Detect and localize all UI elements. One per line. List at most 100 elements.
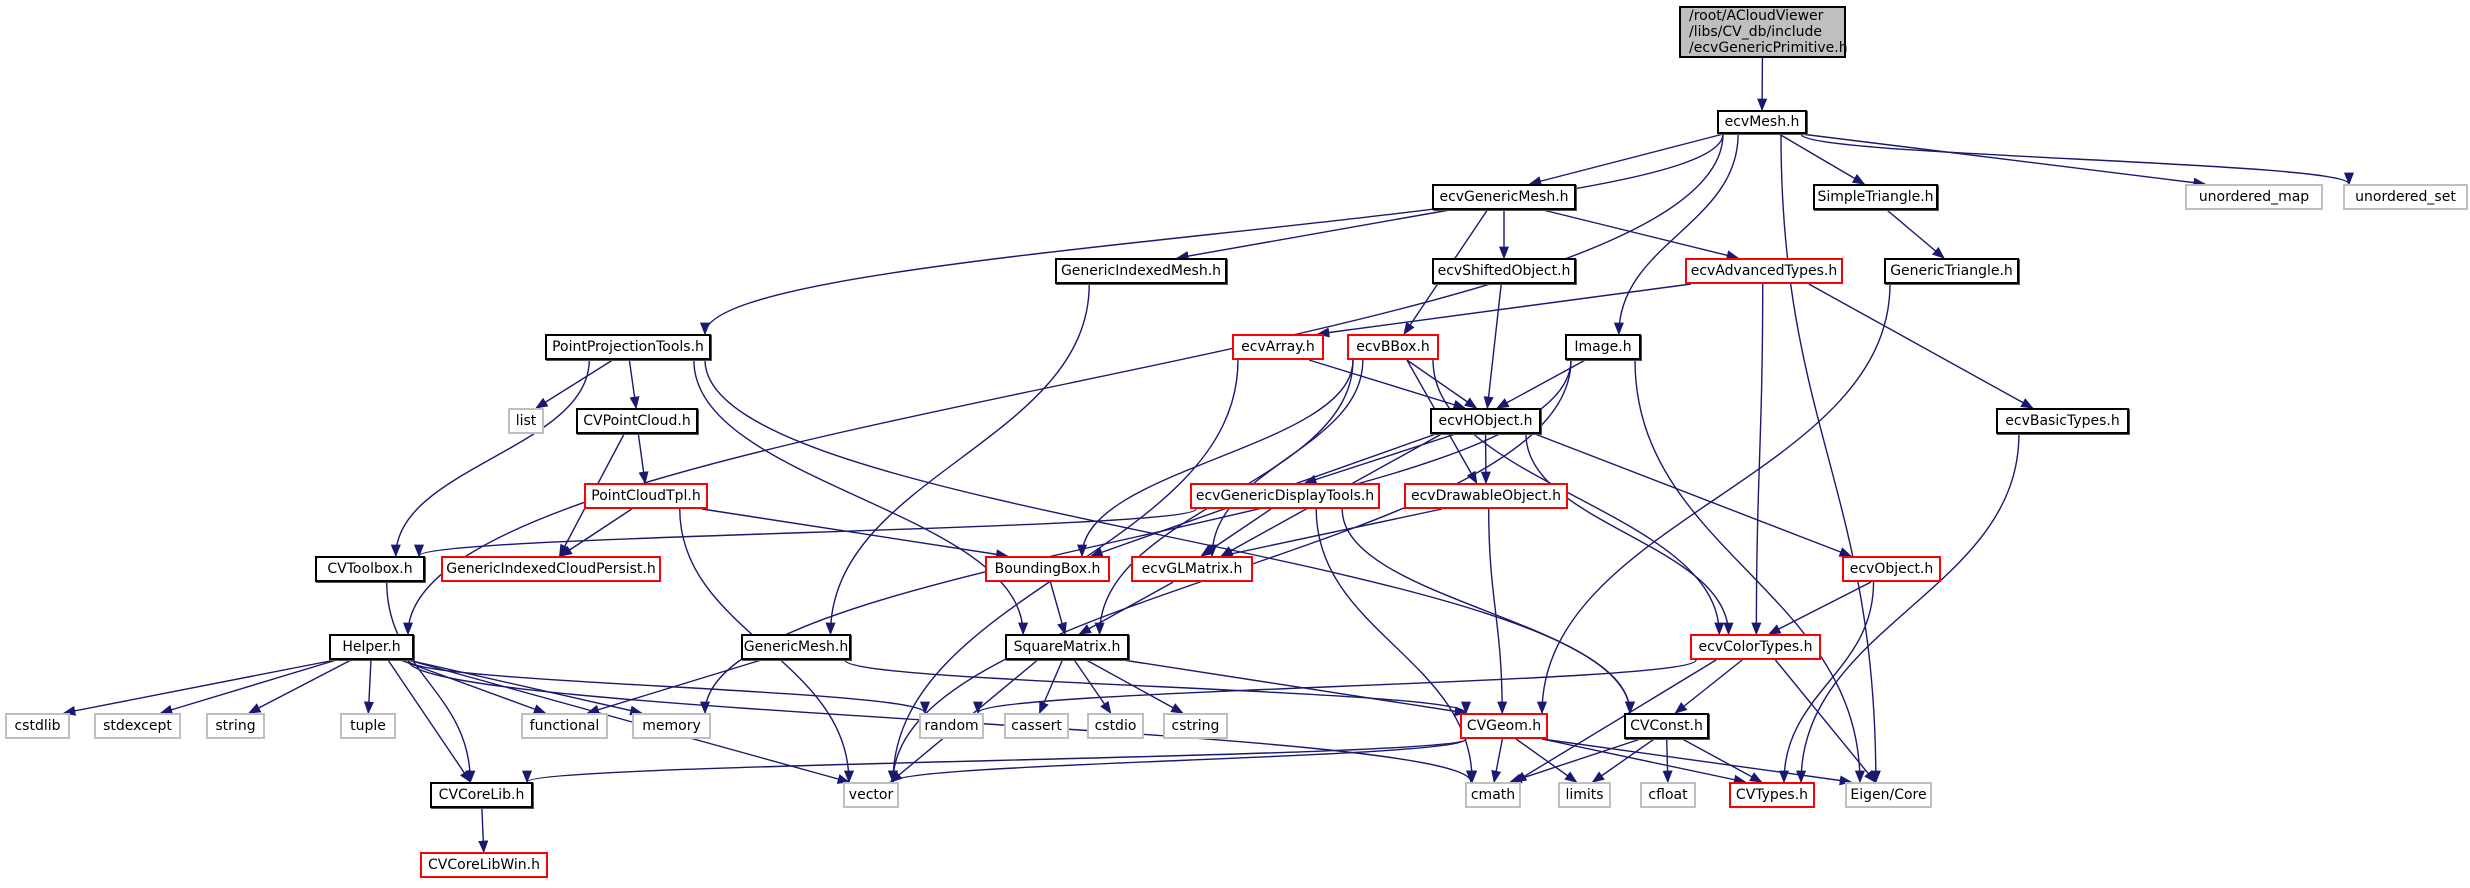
node-generic-triangle[interactable]: GenericTriangle.h (1884, 258, 2019, 284)
node-cvtypes[interactable]: CVTypes.h (1729, 782, 1815, 808)
node-stdexcept[interactable]: stdexcept (94, 713, 181, 739)
edge-ecvGenericDisplayTools-to-CVConst (1341, 508, 1636, 715)
edge-Helper-to-string (247, 659, 352, 714)
edge-CVPointCloud-to-PointCloudTpl (637, 433, 649, 485)
node-helper[interactable]: Helper.h (329, 634, 414, 660)
edge-ecvBBox-to-ecvHObject (1406, 359, 1478, 409)
edge-ecvGenericDisplayTools-to-cmath (1315, 508, 1478, 784)
edge-ecvColorTypes-to-EigenCore (1774, 659, 1876, 783)
edge-ecvDrawableObject-to-ecvGLMatrix (1220, 508, 1443, 559)
edge-CVToolbox-to-CVCoreLib (386, 581, 476, 784)
edge-GenericMesh-to-CVGeom (844, 659, 1471, 715)
node-generic-indexed-mesh[interactable]: GenericIndexedMesh.h (1055, 258, 1227, 284)
node-simple-triangle[interactable]: SimpleTriangle.h (1813, 184, 1938, 210)
node-cvtoolbox[interactable]: CVToolbox.h (315, 556, 425, 582)
node-root: /root/ACloudViewer /libs/CV_db/include /… (1679, 6, 1848, 58)
edge-ecvMesh-to-SimpleTriangle (1778, 133, 1866, 185)
node-cvcore-lib-win[interactable]: CVCoreLibWin.h (420, 852, 548, 878)
edge-ecvObject-to-CVTypes (1778, 581, 1875, 784)
node-ecv-advanced-types[interactable]: ecvAdvancedTypes.h (1685, 258, 1843, 284)
node-eigen-core[interactable]: Eigen/Core (1845, 782, 1932, 808)
node-point-projection-tools[interactable]: PointProjectionTools.h (545, 334, 711, 360)
node-cvcore-lib[interactable]: CVCoreLib.h (430, 782, 533, 808)
edge-ecvMesh-to-unordered_set (1800, 133, 2354, 186)
node-cassert[interactable]: cassert (1004, 713, 1069, 739)
node-limits[interactable]: limits (1558, 782, 1611, 808)
edge-CVGeom-to-CVTypes (1541, 738, 1747, 785)
node-list[interactable]: list (508, 408, 544, 434)
edge-ecvHObject-to-ecvObject (1534, 433, 1853, 557)
node-square-matrix[interactable]: SquareMatrix.h (1005, 634, 1129, 660)
edge-CVGeom-to-limits (1515, 738, 1578, 783)
node-vector[interactable]: vector (843, 782, 899, 808)
edge-CVConst-to-cmath (1509, 738, 1641, 784)
edge-GenericTriangle-to-CVGeom (1536, 283, 1891, 715)
node-functional[interactable]: functional (521, 713, 608, 739)
node-tuple[interactable]: tuple (340, 713, 396, 739)
edge-GenericMesh-to-functional (586, 659, 762, 715)
edge-ecvAdvancedTypes-to-ecvBasicTypes (1808, 283, 2034, 409)
node-ecv-basic-types[interactable]: ecvBasicTypes.h (1996, 408, 2129, 434)
edge-ecvBBox-to-BoundingBox (1077, 359, 1354, 558)
edge-ecvGLMatrix-to-SquareMatrix (1078, 581, 1174, 635)
node-ecv-hobject[interactable]: ecvHObject.h (1430, 408, 1541, 434)
edge-CVGeom-to-cmath (1491, 738, 1504, 784)
node-cvconst[interactable]: CVConst.h (1624, 713, 1709, 739)
node-ecv-shifted-object[interactable]: ecvShiftedObject.h (1432, 258, 1576, 284)
node-string[interactable]: string (206, 713, 265, 739)
node-ecv-object[interactable]: ecvObject.h (1842, 556, 1941, 582)
edge-Helper-to-random (407, 659, 930, 715)
edge-Image-to-ecvHObject (1496, 359, 1586, 409)
node-cvpoint-cloud[interactable]: CVPointCloud.h (576, 408, 698, 434)
node-generic-indexed-cloud-persist[interactable]: GenericIndexedCloudPersist.h (441, 556, 661, 582)
node-ecv-generic-mesh[interactable]: ecvGenericMesh.h (1432, 184, 1576, 210)
node-cvgeom[interactable]: CVGeom.h (1460, 713, 1548, 739)
edge-ecvGenericMesh-to-ecvAdvancedTypes (1542, 209, 1740, 261)
node-cstdlib[interactable]: cstdlib (5, 713, 70, 739)
edge-SimpleTriangle-to-GenericTriangle (1886, 209, 1945, 259)
node-cstring[interactable]: cstring (1163, 713, 1228, 739)
edge-PointProjectionTools-to-CVPointCloud (628, 359, 640, 410)
edge-ecvHObject-to-ecvColorTypes (1525, 433, 1734, 636)
node-cmath[interactable]: cmath (1465, 782, 1521, 808)
node-memory[interactable]: memory (632, 713, 711, 739)
edge-PointCloudTpl-to-GenericIndexedCloudPersist (559, 508, 633, 557)
node-random[interactable]: random (919, 713, 984, 739)
edge-ecvMesh-to-EigenCore (1780, 133, 1881, 784)
edge-ecvGenericDisplayTools-to-CVToolbox (414, 508, 1197, 558)
edge-CVConst-to-limits (1591, 738, 1655, 783)
edge-ecvArray-to-ecvHObject (1308, 359, 1466, 410)
node-ecv-color-types[interactable]: ecvColorTypes.h (1690, 634, 1821, 660)
node-generic-mesh[interactable]: GenericMesh.h (741, 634, 851, 660)
node-ecv-drawable-object[interactable]: ecvDrawableObject.h (1404, 483, 1568, 509)
edge-ecvMesh-to-ecvGenericMesh (1528, 133, 1724, 187)
edge-Helper-to-memory (407, 659, 643, 716)
node-unordered_set[interactable]: unordered_set (2343, 184, 2468, 210)
edge-ecvMesh-to-Image (1613, 133, 1739, 336)
node-cfloat[interactable]: cfloat (1640, 782, 1696, 808)
edge-CVGeom-to-EigenCore (1541, 738, 1853, 786)
node-ecv-mesh[interactable]: ecvMesh.h (1717, 110, 1807, 134)
edge-GenericIndexedMesh-to-GenericMesh (825, 283, 1090, 636)
edge-ecvBBox-to-ecvGLMatrix (1207, 359, 1364, 558)
edge-ecvGenericDisplayTools-to-ecvGLMatrix (1200, 508, 1272, 557)
node-image[interactable]: Image.h (1565, 334, 1641, 360)
edge-CVGeom-to-vector (888, 738, 1467, 784)
edge-ecvMesh-to-PointProjectionTools (700, 133, 1724, 336)
edge-layer (62, 57, 2354, 854)
edge-ecvDrawableObject-to-CVGeom (1488, 508, 1508, 715)
node-cstdio[interactable]: cstdio (1087, 713, 1144, 739)
node-unordered_map[interactable]: unordered_map (2185, 184, 2323, 210)
edge-ecvGenericMesh-to-GenericIndexedMesh (1176, 209, 1450, 261)
node-ecv-bbox[interactable]: ecvBBox.h (1347, 334, 1439, 360)
edge-Helper-to-cstdlib (62, 659, 336, 716)
node-bounding-box[interactable]: BoundingBox.h (985, 556, 1110, 582)
edge-ecvShiftedObject-to-ecvHObject (1483, 283, 1502, 410)
node-ecv-glmatrix[interactable]: ecvGLMatrix.h (1131, 556, 1253, 582)
edge-ecvBBox-to-ecvColorTypes (1432, 359, 1725, 636)
node-ecv-generic-display-tools[interactable]: ecvGenericDisplayTools.h (1190, 483, 1380, 509)
node-ecv-array[interactable]: ecvArray.h (1232, 334, 1324, 360)
edge-PointCloudTpl-to-BoundingBox (701, 508, 1009, 560)
node-point-cloud-tpl[interactable]: PointCloudTpl.h (584, 483, 708, 509)
